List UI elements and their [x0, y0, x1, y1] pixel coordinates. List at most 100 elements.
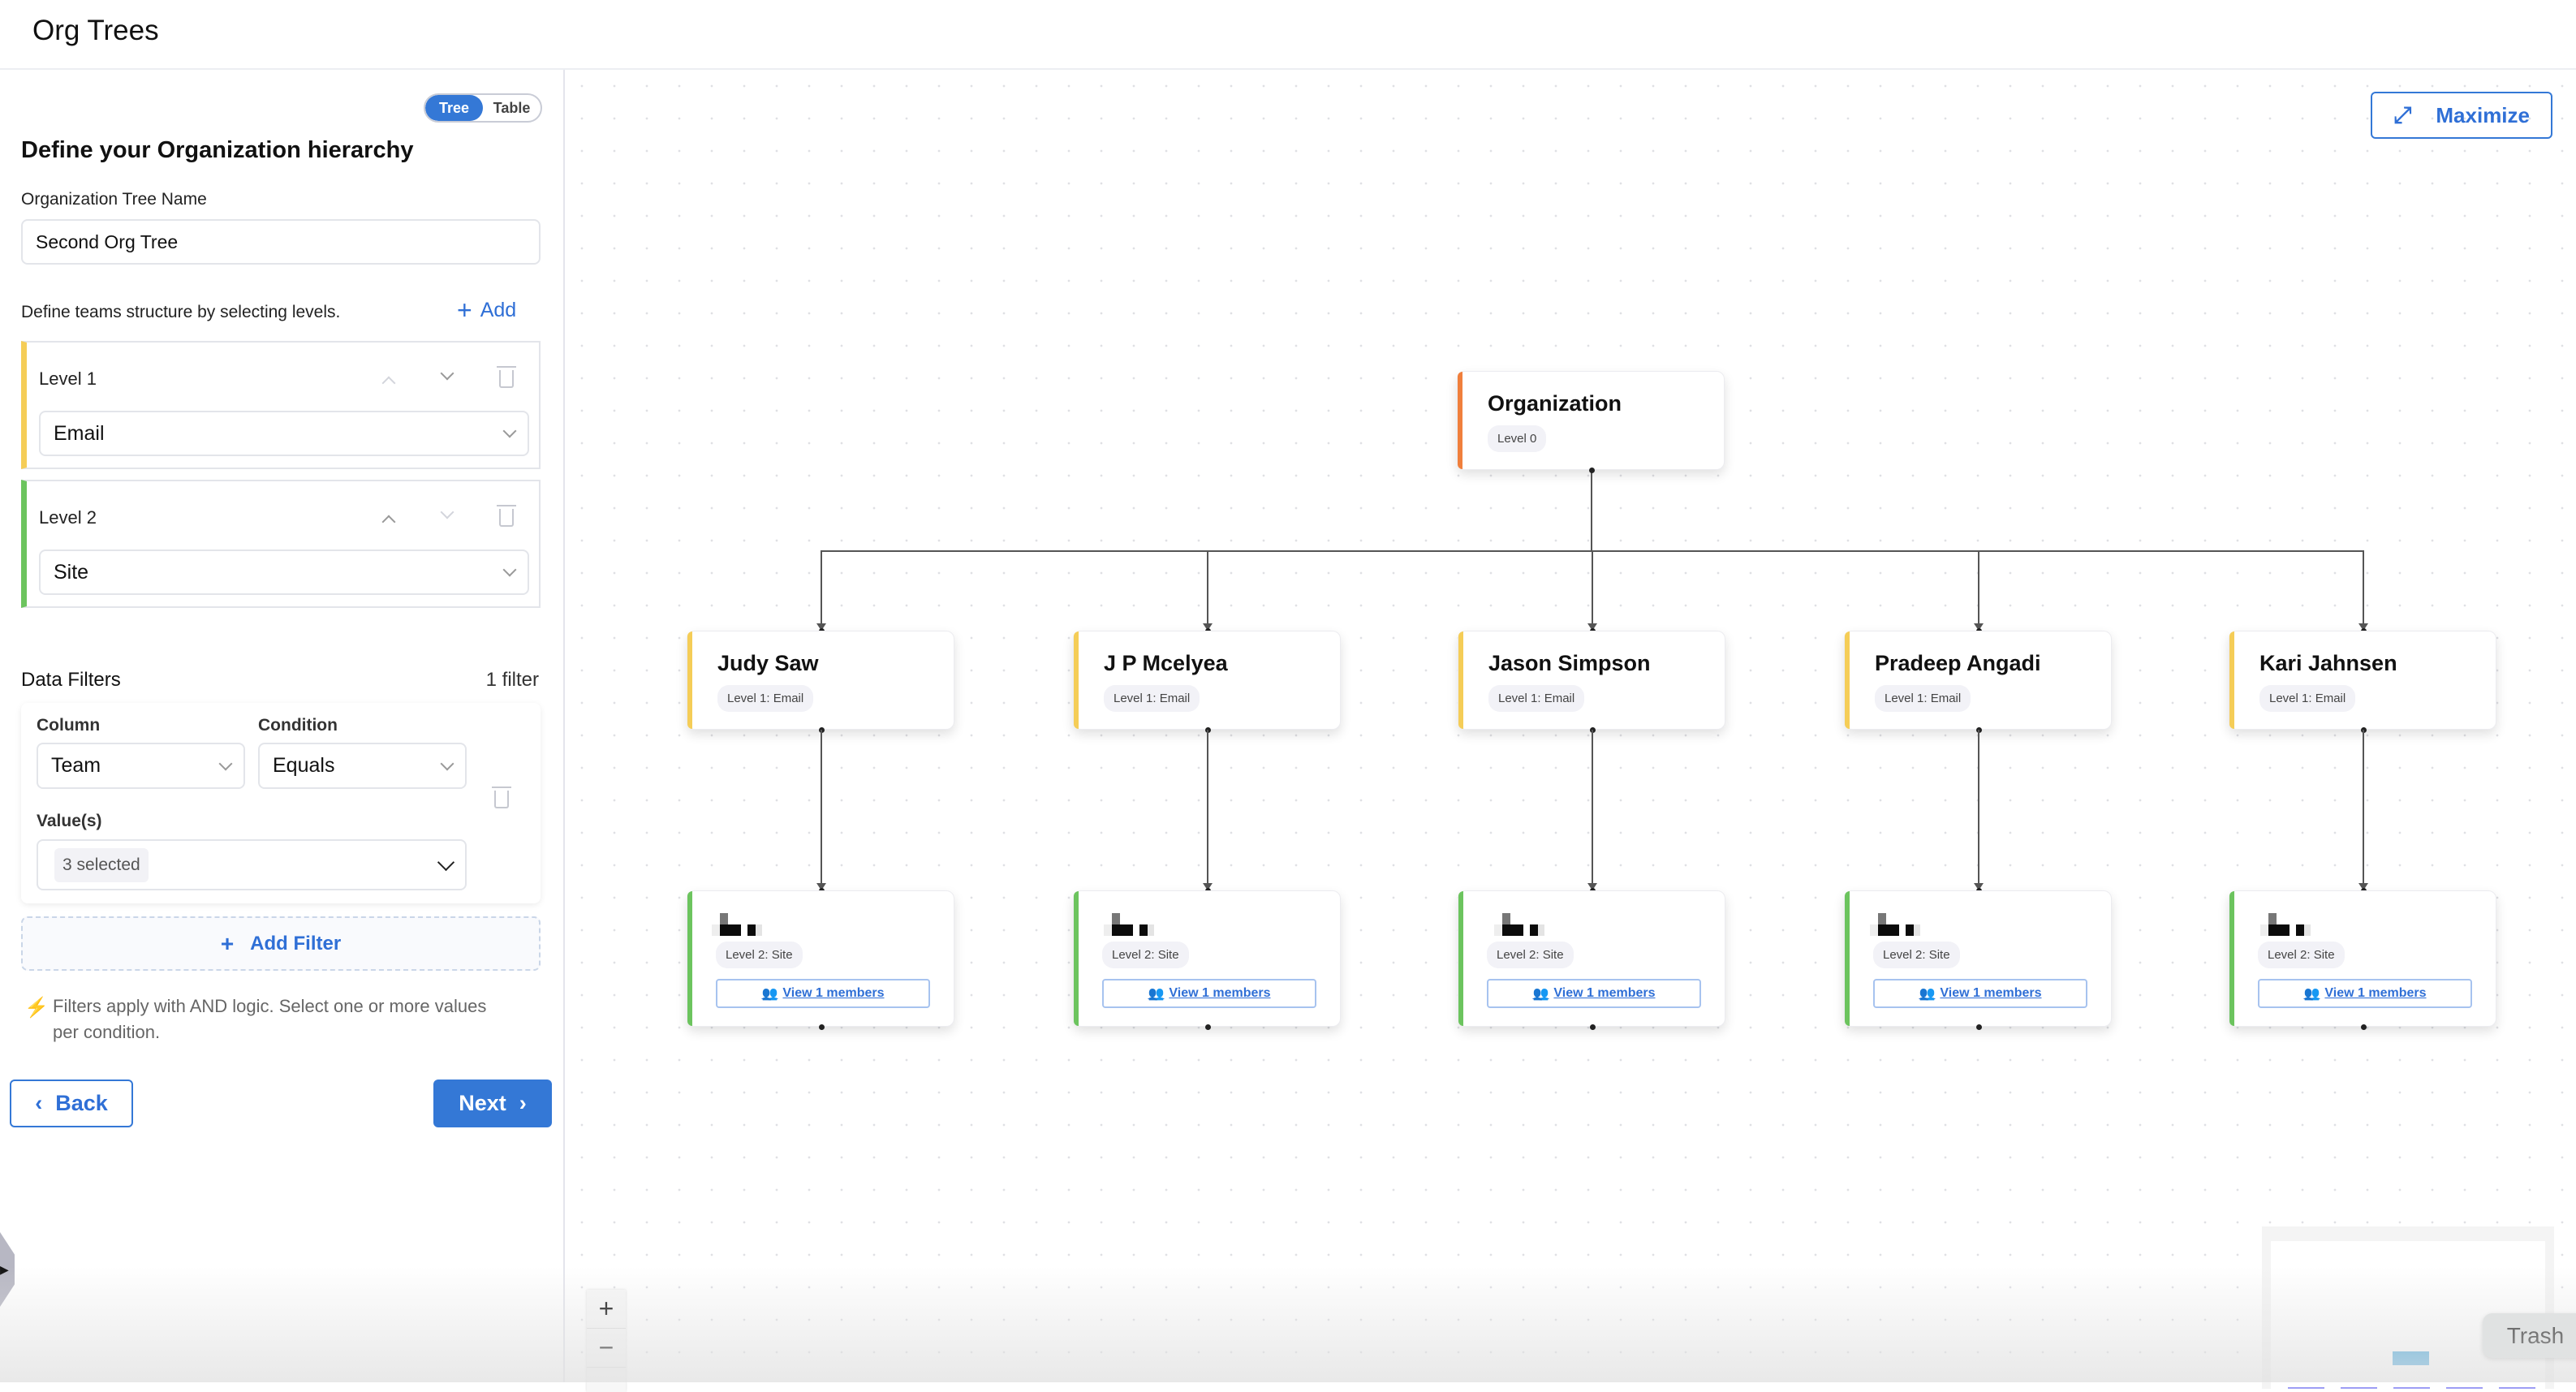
- arrow-head: [816, 883, 826, 890]
- back-button[interactable]: ‹Back: [10, 1080, 133, 1127]
- people-icon: 👥: [761, 987, 778, 1001]
- view-toggle[interactable]: Tree Table: [424, 93, 542, 123]
- arrow-head: [2358, 623, 2368, 631]
- chevron-left-icon: ‹: [35, 1091, 43, 1115]
- add-filter-button[interactable]: +Add Filter: [21, 916, 541, 971]
- people-icon: 👥: [2303, 987, 2320, 1001]
- sidebar: Tree Table Define your Organization hier…: [0, 70, 565, 1382]
- level-select[interactable]: Site: [39, 549, 529, 595]
- minimap-node: [2499, 1387, 2535, 1389]
- arrow-head: [1587, 623, 1597, 631]
- level-label: Level 1: [39, 368, 97, 389]
- chevron-down-icon: [440, 756, 454, 770]
- node-accent: [1845, 891, 1850, 1026]
- view-members-button[interactable]: 👥View 1 members: [1102, 979, 1316, 1008]
- redacted-name-block: [720, 924, 741, 936]
- chevron-down-icon: [218, 756, 233, 770]
- node-title: Pradeep Angadi: [1875, 651, 2041, 675]
- view-members-button[interactable]: 👥View 1 members: [2258, 979, 2472, 1008]
- zoom-out-button[interactable]: −: [587, 1329, 626, 1368]
- view-members-label: View 1 members: [1940, 986, 2042, 1000]
- zoom-in-button[interactable]: +: [587, 1290, 626, 1329]
- node-level2[interactable]: Level 2: Site👥View 1 members: [1073, 890, 1341, 1027]
- node-level2[interactable]: Level 2: Site 👥View 1 members: [1458, 890, 1725, 1027]
- level-select[interactable]: Email: [39, 411, 529, 456]
- redacted-name-block: [2296, 924, 2304, 936]
- condition-label: Condition: [258, 716, 338, 735]
- minimap-node: [2341, 1387, 2377, 1389]
- column-label: Column: [37, 716, 101, 735]
- move-up-icon[interactable]: [381, 376, 396, 390]
- redacted-name-block: [720, 913, 728, 924]
- levels-hint: Define teams structure by selecting leve…: [21, 303, 341, 321]
- level-badge: Level 2: Site: [1487, 942, 1574, 968]
- lightning-icon: ⚡: [24, 997, 49, 1019]
- arrow-head: [1974, 623, 1984, 631]
- delete-level-icon[interactable]: [497, 366, 516, 388]
- node-accent: [1074, 891, 1079, 1026]
- tree-name-label: Organization Tree Name: [21, 190, 207, 209]
- node-title: Jason Simpson: [1488, 651, 1651, 675]
- move-up-icon[interactable]: [381, 515, 396, 529]
- view-members-button[interactable]: 👥View 1 members: [1487, 979, 1701, 1008]
- chevron-right-icon: ›: [519, 1091, 527, 1115]
- connector-line: [1591, 470, 1592, 551]
- toggle-table[interactable]: Table: [493, 99, 531, 116]
- view-members-button[interactable]: 👥View 1 members: [1873, 979, 2087, 1008]
- node-accent: [687, 891, 692, 1026]
- node-accent: [2229, 891, 2234, 1026]
- filters-title: Data Filters: [21, 669, 121, 691]
- level-badge: Level 2: Site: [716, 942, 803, 968]
- tree-name-input[interactable]: Second Org Tree: [21, 219, 541, 265]
- delete-level-icon[interactable]: [497, 505, 516, 527]
- filter-info-text: Filters apply with AND logic. Select one…: [53, 996, 487, 1042]
- expand-icon: ⤢: [2393, 101, 2412, 127]
- plus-icon: +: [220, 930, 235, 956]
- toggle-tree[interactable]: Tree: [425, 95, 483, 121]
- connector-line: [1978, 550, 1979, 630]
- values-select[interactable]: 3 selected: [37, 839, 467, 890]
- view-members-button[interactable]: 👥 View 1 members: [716, 979, 930, 1008]
- level-card-1: Level 1 Email: [21, 341, 541, 469]
- node-level2[interactable]: Level 2: Site 👥View 1 members: [2229, 890, 2496, 1027]
- level-badge: Level 2: Site: [2258, 942, 2345, 968]
- redacted-name-block: [1502, 924, 1523, 936]
- redacted-name-block: [2260, 924, 2268, 936]
- redacted-name-block: [2304, 924, 2311, 936]
- view-members-label: View 1 members: [782, 986, 885, 1000]
- redacted-name-block: [1878, 924, 1899, 936]
- redacted-name-block: [1139, 924, 1148, 936]
- redacted-name-block: [1878, 913, 1886, 924]
- node-level2[interactable]: Level 2: Site 👥 View 1 members: [687, 890, 954, 1027]
- minimap-node: [2393, 1387, 2430, 1389]
- column-select[interactable]: Team: [37, 743, 245, 789]
- add-level-button[interactable]: +Add: [457, 295, 517, 325]
- redacted-name-block: [1494, 924, 1502, 936]
- fit-view-button[interactable]: [587, 1368, 626, 1392]
- redacted-name-block: [2268, 924, 2290, 936]
- move-down-icon[interactable]: [440, 366, 454, 381]
- selected-count-chip: 3 selected: [54, 847, 149, 882]
- expand-panel-handle[interactable]: ▶: [0, 1232, 15, 1307]
- arrow-head: [816, 623, 826, 631]
- next-button[interactable]: Next›: [433, 1080, 552, 1127]
- maximize-button[interactable]: ⤢Maximize: [2371, 92, 2552, 139]
- condition-select[interactable]: Equals: [258, 743, 467, 789]
- redacted-name-block: [1502, 913, 1510, 924]
- minimap[interactable]: [2262, 1226, 2554, 1389]
- connector-line: [2363, 730, 2364, 890]
- delete-filter-icon[interactable]: [492, 787, 511, 808]
- level-badge: Level 2: Site: [1873, 942, 1960, 968]
- connector-line: [1592, 730, 1593, 890]
- move-down-icon[interactable]: [440, 505, 454, 519]
- node-level2[interactable]: Level 2: Site 👥View 1 members: [1844, 890, 2112, 1027]
- node-accent: [687, 631, 692, 729]
- node-title: Judy Saw: [717, 651, 819, 675]
